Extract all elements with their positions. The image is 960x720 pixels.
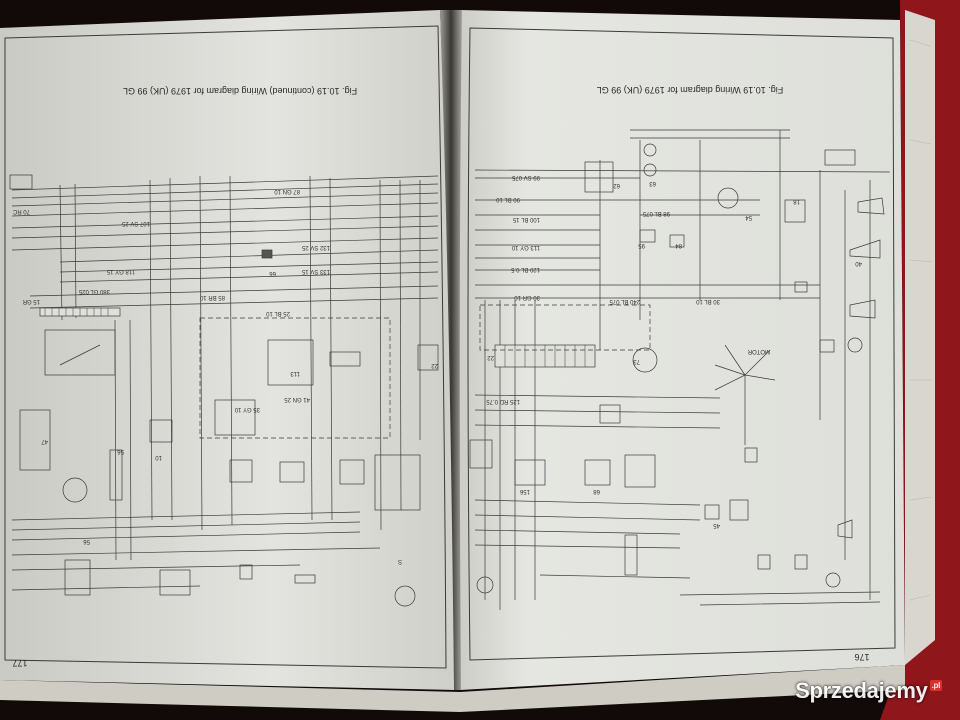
diagram-label: 240 BL 075	[609, 298, 640, 304]
watermark-badge: .pl	[929, 679, 942, 691]
left-page	[0, 10, 456, 690]
right-label-group: 99 SV 075 90 BL 10 100 BL 15 98 BL 075 3…	[486, 174, 862, 528]
left-caption-text: Fig. 10.19 (continued) Wiring diagram fo…	[123, 86, 357, 96]
left-label-group: 87 GN 10 107 SV 25 118 GY 15 380 GL 025 …	[12, 188, 438, 564]
component-label: 66	[269, 270, 276, 276]
component-label: 62	[613, 182, 620, 188]
left-caption: Fig. 10.19 (continued) Wiring diagram fo…	[123, 86, 357, 96]
right-caption-text: Fig. 10.19 Wiring diagram for 1979 (UK) …	[597, 85, 784, 95]
diagram-label: 100 BL 15	[512, 216, 540, 222]
component-label: 84	[675, 242, 682, 248]
component-label: 56	[117, 448, 124, 454]
component-label: 95	[638, 242, 645, 248]
component-label: 113	[290, 370, 300, 376]
component-label: 47	[41, 438, 48, 444]
watermark: Sprzedajemy .pl	[795, 678, 942, 704]
diagram-label: 118 GY 15	[106, 268, 135, 274]
component-label: 68	[593, 488, 600, 494]
left-page-frame	[4, 25, 447, 669]
diagram-label: 125 RD 0.75	[486, 398, 520, 404]
component-label: 54	[745, 214, 752, 220]
diagram-label: 133 SV 15	[301, 268, 330, 274]
motor-label: MOTOR	[747, 348, 770, 354]
diagram-label: 35 GY 10	[234, 406, 260, 412]
component-label: 10	[155, 454, 162, 460]
right-page	[459, 10, 905, 690]
left-page-number: 177	[12, 658, 27, 668]
page-stack-bottom	[0, 665, 905, 712]
diagram-label: 107 SV 25	[121, 220, 150, 226]
diagram-label: 41 GN 25	[284, 396, 310, 402]
diagram-label: 380 GL 025	[78, 288, 110, 294]
diagram-label: 30 BL 10	[696, 298, 720, 304]
diagram-label: 132 SV 25	[301, 244, 330, 250]
diagram-label: 70 RC	[12, 208, 30, 214]
diagram-label: 15 GR	[22, 298, 40, 304]
right-page-frame	[467, 27, 896, 661]
book-gutter	[440, 10, 462, 690]
diagram-label: 25 BL 10	[266, 310, 290, 316]
diagram-label: 113 GY 10	[511, 244, 540, 250]
component-label: 45	[713, 522, 720, 528]
component-label: 22	[487, 354, 494, 360]
component-label: 156	[519, 488, 530, 494]
component-label: 63	[649, 180, 656, 186]
diagram-label: 98 BL 075	[642, 210, 670, 216]
diagram-label: 87 GN 10	[274, 188, 300, 194]
component-label: 40	[855, 260, 862, 266]
right-caption: Fig. 10.19 Wiring diagram for 1979 (UK) …	[597, 85, 784, 95]
book-page-edges	[905, 10, 935, 665]
component-label: 73	[633, 358, 640, 364]
diagram-label: 120 BL 0.5	[511, 266, 540, 272]
watermark-text: Sprzedajemy	[795, 678, 928, 703]
component-label: S	[398, 558, 402, 564]
right-page-number: 176	[854, 652, 869, 662]
diagram-label: 85 BR 10	[199, 294, 225, 300]
component-label: 22	[431, 362, 438, 368]
diagram-label: 30 GR 10	[514, 294, 540, 300]
component-label: 18	[793, 198, 800, 204]
left-wiring-diagram	[9, 174, 439, 607]
diagram-label: 90 BL 10	[496, 196, 520, 202]
right-wiring-diagram	[469, 129, 891, 610]
diagram-label: 99 SV 075	[511, 174, 540, 180]
component-label: 56	[83, 538, 90, 544]
